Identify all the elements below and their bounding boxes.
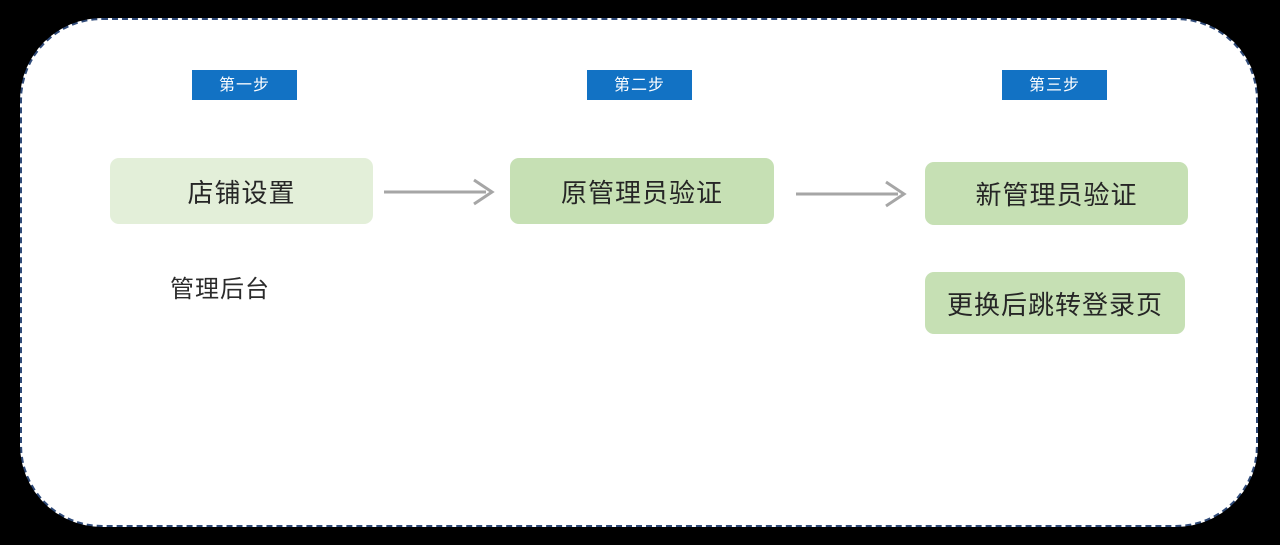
step-badge-2: 第二步 bbox=[587, 70, 692, 100]
process-box-old-admin-verify: 原管理员验证 bbox=[510, 158, 774, 224]
step-badge-1: 第一步 bbox=[192, 70, 297, 100]
arrow-right-icon-1 bbox=[384, 178, 495, 206]
caption-admin-backend: 管理后台 bbox=[170, 275, 270, 303]
step-badge-3: 第三步 bbox=[1002, 70, 1107, 100]
arrow-right-icon-2 bbox=[796, 180, 907, 208]
process-box-new-admin-verify: 新管理员验证 bbox=[925, 162, 1188, 225]
process-box-shop-settings: 店铺设置 bbox=[110, 158, 373, 224]
process-box-redirect-login: 更换后跳转登录页 bbox=[925, 272, 1185, 334]
diagram-panel: 第一步 第二步 第三步 店铺设置 原管理员验证 新管理员验证 更换后跳转登录页 … bbox=[20, 18, 1258, 527]
